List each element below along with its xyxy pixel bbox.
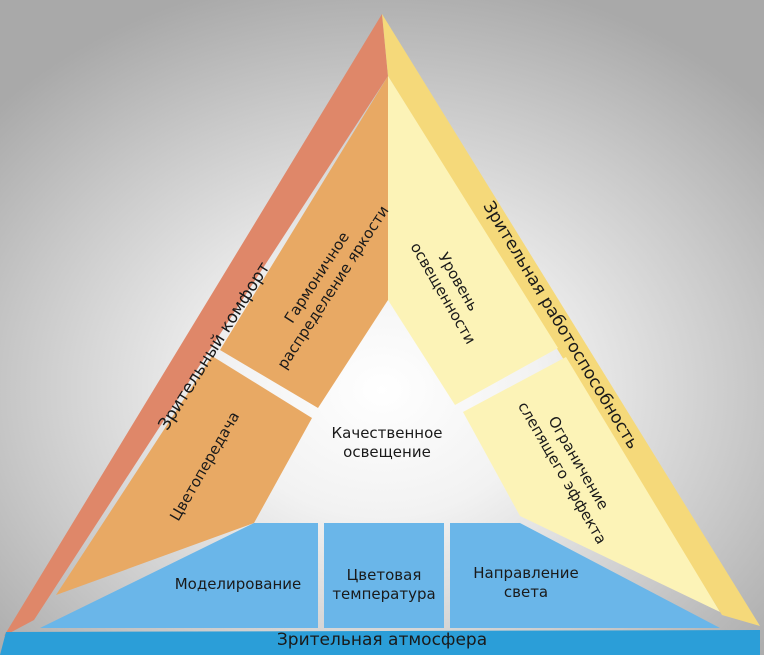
color-temperature-label: Цветовая температура xyxy=(322,566,446,604)
left-outer-band xyxy=(4,14,388,636)
modeling-label: Моделирование xyxy=(168,575,308,594)
color-rendering-segment xyxy=(56,356,312,595)
color-temperature-line2: температура xyxy=(332,584,436,603)
bottom-title: Зрительная атмосфера xyxy=(232,630,532,651)
light-direction-label: Направление света xyxy=(462,564,590,602)
right-outer-band xyxy=(382,14,760,626)
color-temperature-segment xyxy=(324,523,444,628)
light-direction-line2: света xyxy=(503,582,549,601)
light-direction-segment xyxy=(450,523,720,628)
glare-limitation-segment xyxy=(463,357,720,612)
center-label: Качественное освещение xyxy=(302,424,472,462)
bottom-outer-band xyxy=(0,630,760,655)
modeling-segment xyxy=(40,523,318,628)
center-label-line2: освещение xyxy=(343,442,431,461)
modeling-text: Моделирование xyxy=(174,575,302,593)
color-temperature-line1: Цветовая xyxy=(346,566,422,584)
harmonic-brightness-segment xyxy=(220,76,388,408)
bottom-title-text: Зрительная атмосфера xyxy=(276,630,488,650)
center-label-line1: Качественное xyxy=(331,424,443,442)
light-direction-line1: Направление xyxy=(473,564,579,582)
illumination-level-segment xyxy=(388,76,558,405)
